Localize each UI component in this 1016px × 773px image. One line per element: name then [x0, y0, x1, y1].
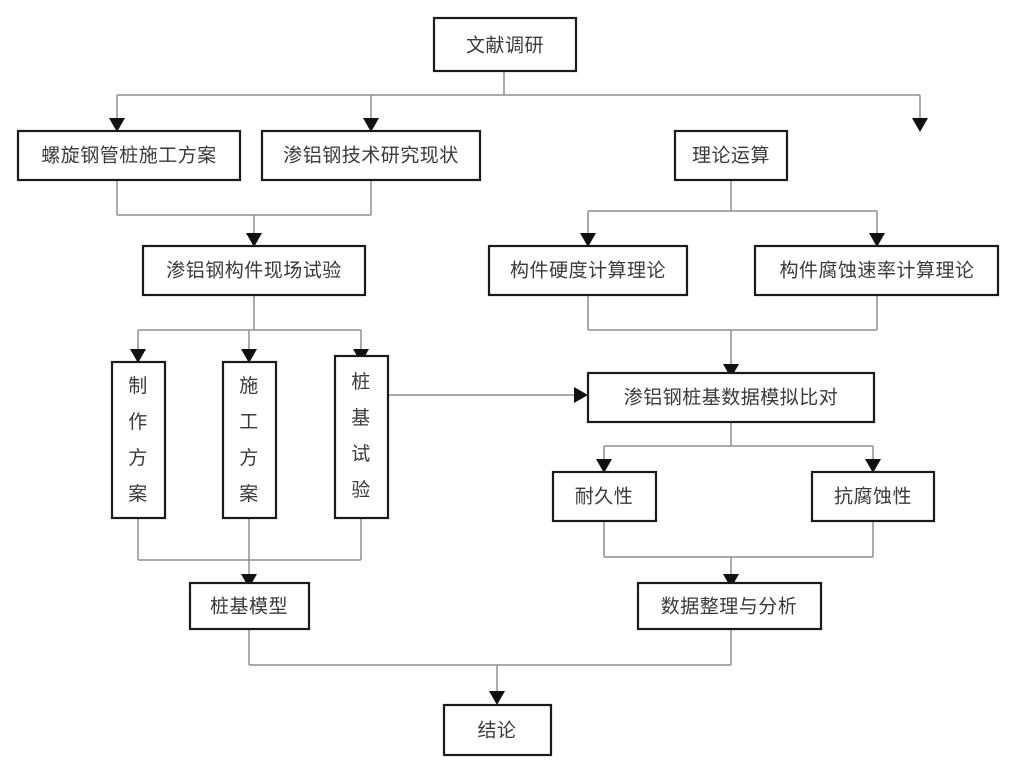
node-data-simulation[interactable]: 渗铝钢桩基数据模拟比对 — [586, 371, 876, 424]
node-fabrication-plan-char-3: 案 — [128, 483, 148, 505]
node-field-test[interactable]: 渗铝钢构件现场试验 — [141, 244, 367, 297]
node-pile-model[interactable]: 桩基模型 — [188, 581, 311, 631]
node-spiral-pile-construction[interactable]: 螺旋钢管桩施工方案 — [16, 129, 242, 182]
node-corrosion-resistance[interactable]: 抗腐蚀性 — [810, 470, 936, 523]
node-fabrication-plan-char-2: 方 — [128, 447, 148, 469]
node-fabrication-plan-char-0: 制 — [128, 375, 148, 397]
arrowhead-theory — [912, 118, 928, 132]
node-hardness-theory-label: 构件硬度计算理论 — [510, 260, 666, 282]
node-data-analysis[interactable]: 数据整理与分析 — [636, 581, 823, 631]
arrowhead-analysis — [723, 574, 739, 588]
node-literature-review[interactable]: 文献调研 — [432, 16, 578, 73]
arrowhead-construction — [241, 349, 257, 363]
arrowhead-fabrication — [130, 349, 146, 363]
node-theoretical-calculation-label: 理论运算 — [692, 145, 770, 167]
node-pile-test[interactable]: 桩 基 试 验 — [333, 354, 390, 520]
arrowhead-conclusion — [489, 691, 505, 705]
node-data-simulation-label: 渗铝钢桩基数据模拟比对 — [624, 387, 839, 409]
arrowhead-corrosion-rate — [869, 233, 885, 247]
node-corrosion-rate-theory[interactable]: 构件腐蚀速率计算理论 — [753, 244, 1000, 297]
arrowhead-alum-status — [363, 118, 379, 132]
node-pile-test-char-1: 基 — [351, 407, 371, 429]
node-corrosion-resistance-label: 抗腐蚀性 — [834, 486, 912, 508]
node-durability-label: 耐久性 — [575, 486, 634, 508]
arrowhead-hardness — [580, 233, 596, 247]
node-fabrication-plan[interactable]: 制 作 方 案 — [110, 360, 167, 520]
node-data-analysis-label: 数据整理与分析 — [661, 596, 798, 618]
node-theoretical-calculation[interactable]: 理论运算 — [673, 129, 789, 182]
node-alum-steel-research-status[interactable]: 渗铝钢技术研究现状 — [260, 129, 482, 182]
arrowhead-spiral — [109, 118, 125, 132]
node-construction-plan-char-3: 案 — [239, 483, 259, 505]
arrowhead-durability — [596, 459, 612, 473]
arrowhead-fieldtest — [246, 233, 262, 247]
arrowhead-corrosion-resistance — [865, 459, 881, 473]
node-construction-plan-char-1: 工 — [239, 411, 259, 433]
node-pile-test-char-3: 验 — [351, 479, 371, 501]
node-literature-review-label: 文献调研 — [466, 35, 544, 57]
node-construction-plan-char-0: 施 — [239, 375, 259, 397]
node-conclusion-label: 结论 — [477, 720, 516, 742]
node-hardness-theory[interactable]: 构件硬度计算理论 — [487, 244, 689, 297]
node-construction-plan-char-2: 方 — [239, 447, 259, 469]
connector-layer — [116, 71, 921, 700]
node-corrosion-rate-theory-label: 构件腐蚀速率计算理论 — [779, 260, 974, 282]
arrowhead-layer — [109, 118, 928, 705]
node-construction-plan[interactable]: 施 工 方 案 — [221, 360, 278, 520]
arrowhead-simulation-top — [723, 364, 739, 378]
node-pile-test-char-0: 桩 — [351, 371, 371, 393]
node-pile-test-char-2: 试 — [351, 443, 371, 465]
node-durability[interactable]: 耐久性 — [551, 470, 658, 523]
arrowhead-simulation-left — [574, 387, 588, 403]
node-field-test-label: 渗铝钢构件现场试验 — [166, 260, 342, 282]
node-spiral-pile-construction-label: 螺旋钢管桩施工方案 — [41, 145, 217, 167]
node-fabrication-plan-char-1: 作 — [128, 411, 148, 433]
node-alum-steel-research-status-label: 渗铝钢技术研究现状 — [283, 145, 459, 167]
arrowhead-pilemodel — [241, 574, 257, 588]
node-conclusion[interactable]: 结论 — [442, 703, 553, 757]
node-pile-model-label: 桩基模型 — [210, 596, 288, 618]
